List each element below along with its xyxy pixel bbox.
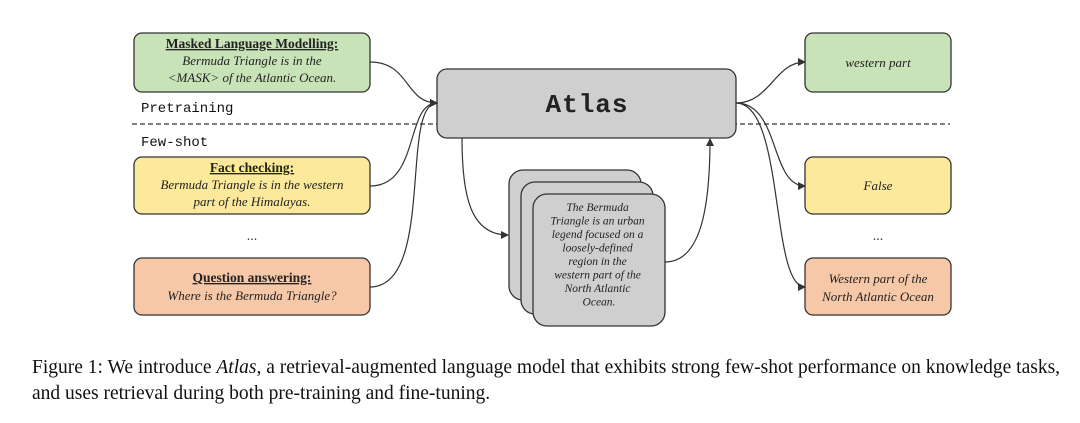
output-pretrain-box: western part	[804, 32, 952, 93]
output-qa-line1: Western part of the	[829, 271, 928, 286]
arrow-atlas-to-docs	[461, 137, 509, 239]
input-qa-box: Question answering: Where is the Bermuda…	[133, 257, 371, 316]
input-mlm-box: Masked Language Modelling: Bermuda Trian…	[133, 32, 371, 93]
mlm-line2: <MASK> of the Atlantic Ocean.	[168, 70, 337, 85]
few-shot-label: Few-shot	[141, 135, 208, 151]
qa-line1: Where is the Bermuda Triangle?	[167, 288, 337, 303]
doc-line: The Bermuda	[566, 202, 629, 214]
atlas-title: Atlas	[545, 90, 628, 120]
output-qa-line2: North Atlantic Ocean	[821, 289, 934, 304]
arrow-fact-to-atlas	[369, 99, 438, 187]
retrieved-docs-stack: The Bermuda Triangle is an urban legend …	[508, 169, 666, 327]
caption-pre: We introduce	[107, 357, 212, 378]
output-fact-check-box: False	[804, 156, 952, 215]
fact-check-line1: Bermuda Triangle is in the western	[160, 177, 343, 192]
doc-line: Triangle is an urban	[550, 216, 645, 228]
doc-line: legend focused on a	[552, 229, 644, 241]
doc-line: western part of the	[554, 270, 641, 282]
output-qa-box: Western part of the North Atlantic Ocean	[804, 257, 952, 316]
svg-text:The Bermuda Triangle is: The Bermuda Triangle is an urban legend …	[550, 202, 647, 309]
input-ellipsis: ...	[247, 229, 258, 244]
doc-line: loosely-defined	[562, 243, 633, 255]
mlm-heading: Masked Language Modelling:	[166, 36, 339, 51]
input-fact-check-box: Fact checking: Bermuda Triangle is in th…	[133, 156, 371, 215]
output-ellipsis: ...	[873, 229, 884, 244]
arrow-qa-to-atlas	[369, 99, 438, 288]
doc-line: North Atlantic	[564, 283, 631, 295]
atlas-model-box: Atlas	[436, 68, 737, 139]
figure-caption: Figure 1: We introduce Atlas, a retrieva…	[32, 355, 1062, 407]
caption-post: , a retrieval-augmented language model t…	[32, 357, 1061, 404]
arrow-atlas-to-output2	[735, 102, 806, 190]
arrow-mlm-to-atlas	[369, 61, 438, 107]
output-pretrain-text: western part	[845, 55, 911, 70]
output-fact-check-text: False	[863, 178, 893, 193]
qa-heading: Question answering:	[193, 270, 312, 285]
fact-check-line2: part of the Himalayas.	[193, 194, 311, 209]
arrow-atlas-to-output1	[735, 58, 806, 104]
doc-line: Ocean.	[583, 297, 616, 309]
arrow-docs-to-atlas	[664, 138, 714, 263]
doc-line: region in the	[568, 256, 626, 268]
mlm-line1: Bermuda Triangle is in the	[182, 53, 322, 68]
fact-check-heading: Fact checking:	[210, 160, 294, 175]
caption-model-name: Atlas	[216, 357, 257, 378]
caption-label: Figure 1:	[32, 357, 103, 378]
arrow-atlas-to-output3	[735, 102, 806, 291]
pretraining-label: Pretraining	[141, 101, 233, 117]
